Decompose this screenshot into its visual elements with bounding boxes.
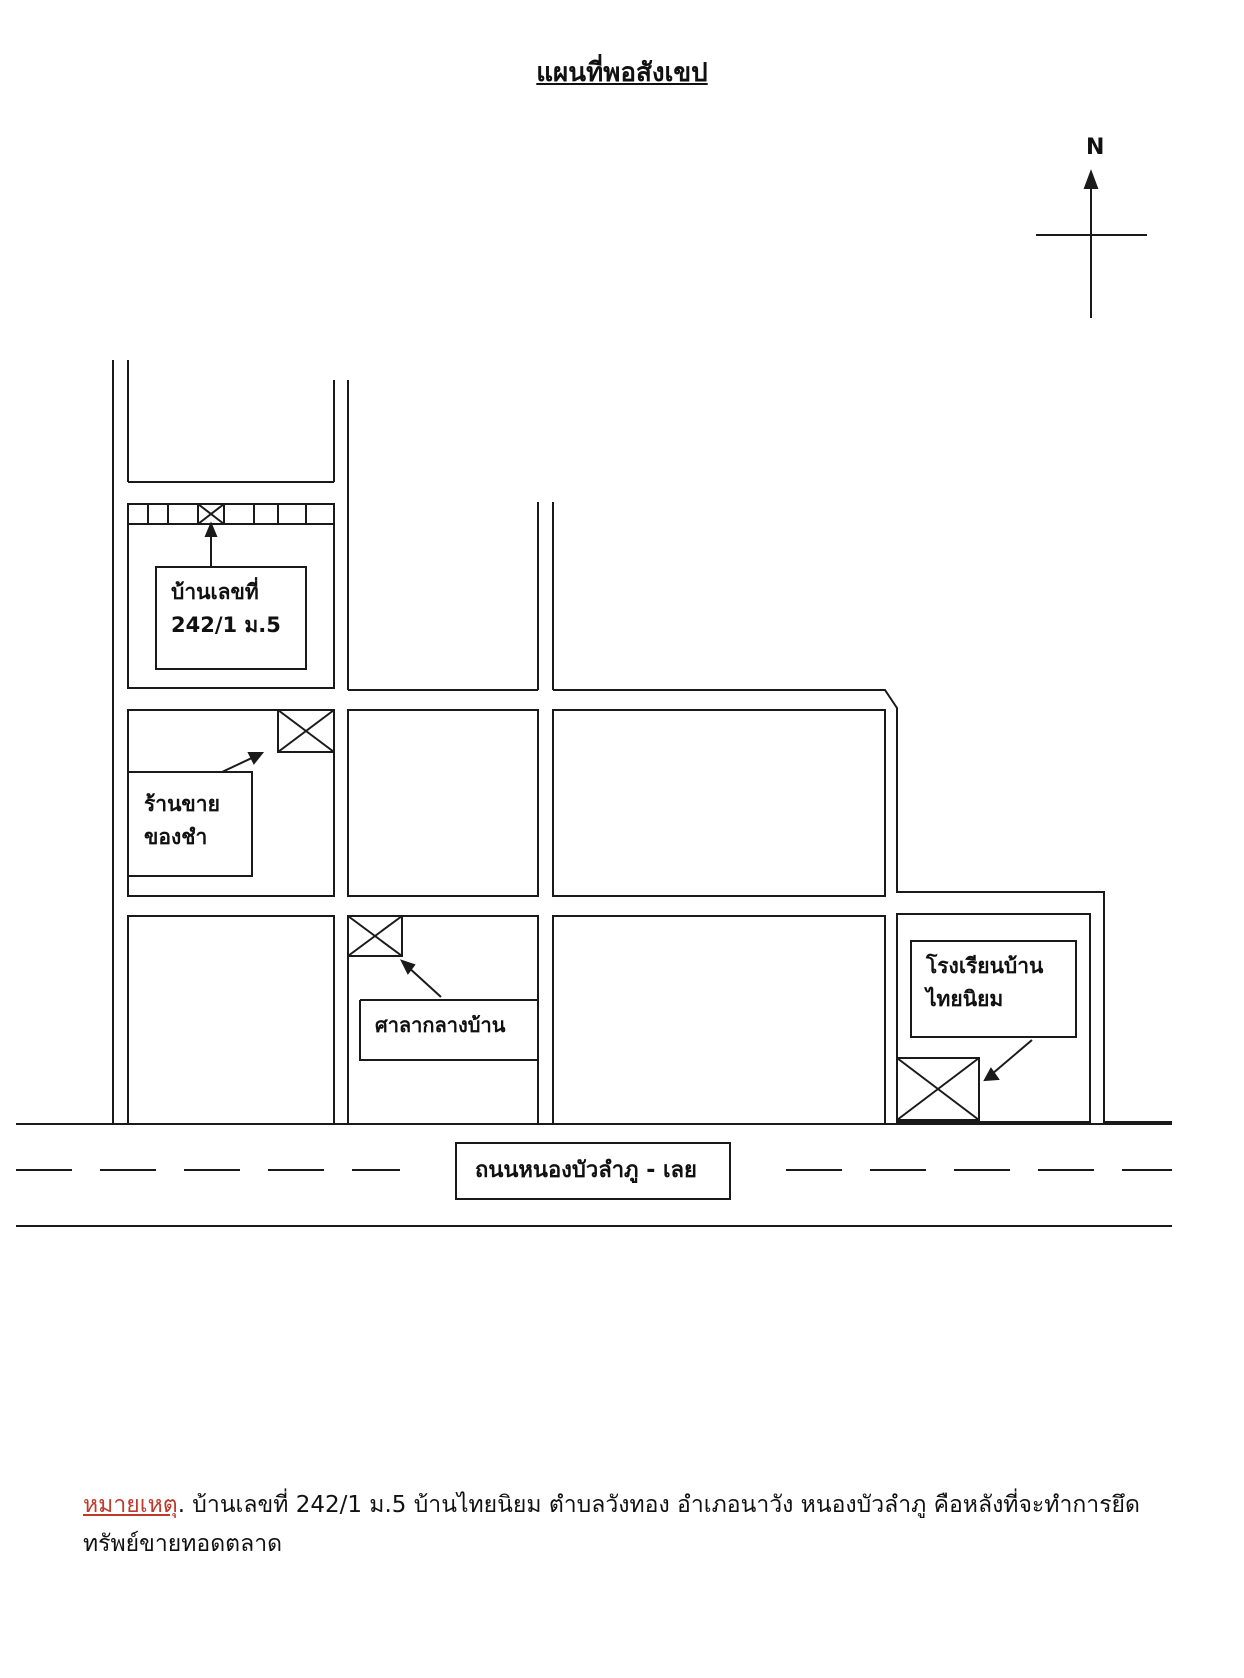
middle-road bbox=[537, 502, 1172, 1123]
upper-left-block bbox=[128, 380, 538, 691]
school-marker-icon bbox=[896, 1057, 980, 1121]
school-label-line1: โรงเรียนบ้าน bbox=[926, 954, 1044, 978]
village-hall-label: ศาลากลางบ้าน bbox=[375, 1013, 506, 1037]
note-label: หมายเหตุ bbox=[83, 1492, 178, 1518]
school-label-box: โรงเรียนบ้าน ไทยนิยม bbox=[910, 940, 1077, 1038]
shop-label: ร้านขาย ของชำ bbox=[144, 788, 220, 853]
note-text: . บ้านเลขที่ 242/1 ม.5 บ้านไทยนิยม ตำบลว… bbox=[83, 1492, 1140, 1558]
road-label: ถนนหนองบัวลำภู - เลย bbox=[455, 1142, 731, 1200]
north-label: N bbox=[1086, 135, 1105, 160]
hall-marker-icon bbox=[347, 915, 403, 957]
shop-label-line1: ร้านขาย bbox=[144, 792, 220, 816]
house-label-line1: บ้านเลขที่ bbox=[171, 580, 259, 604]
house-label-line2: 242/1 ม.5 bbox=[171, 612, 281, 637]
north-arrow-icon bbox=[1036, 169, 1147, 318]
footnote: หมายเหตุ. บ้านเลขที่ 242/1 ม.5 บ้านไทยนิ… bbox=[83, 1486, 1193, 1564]
shop-label-line2: ของชำ bbox=[144, 824, 208, 849]
house-block bbox=[127, 503, 335, 689]
main-road bbox=[16, 1123, 1172, 1227]
shop-marker-icon bbox=[277, 709, 335, 753]
row2-blocks bbox=[127, 709, 886, 897]
page-title: แผนที่พอสังเขป bbox=[536, 58, 708, 88]
row3-blocks bbox=[127, 913, 1091, 1125]
left-road bbox=[112, 360, 129, 1124]
school-label-line2: ไทยนิยม bbox=[926, 986, 1004, 1011]
house-label-box: บ้านเลขที่ 242/1 ม.5 bbox=[155, 566, 307, 670]
